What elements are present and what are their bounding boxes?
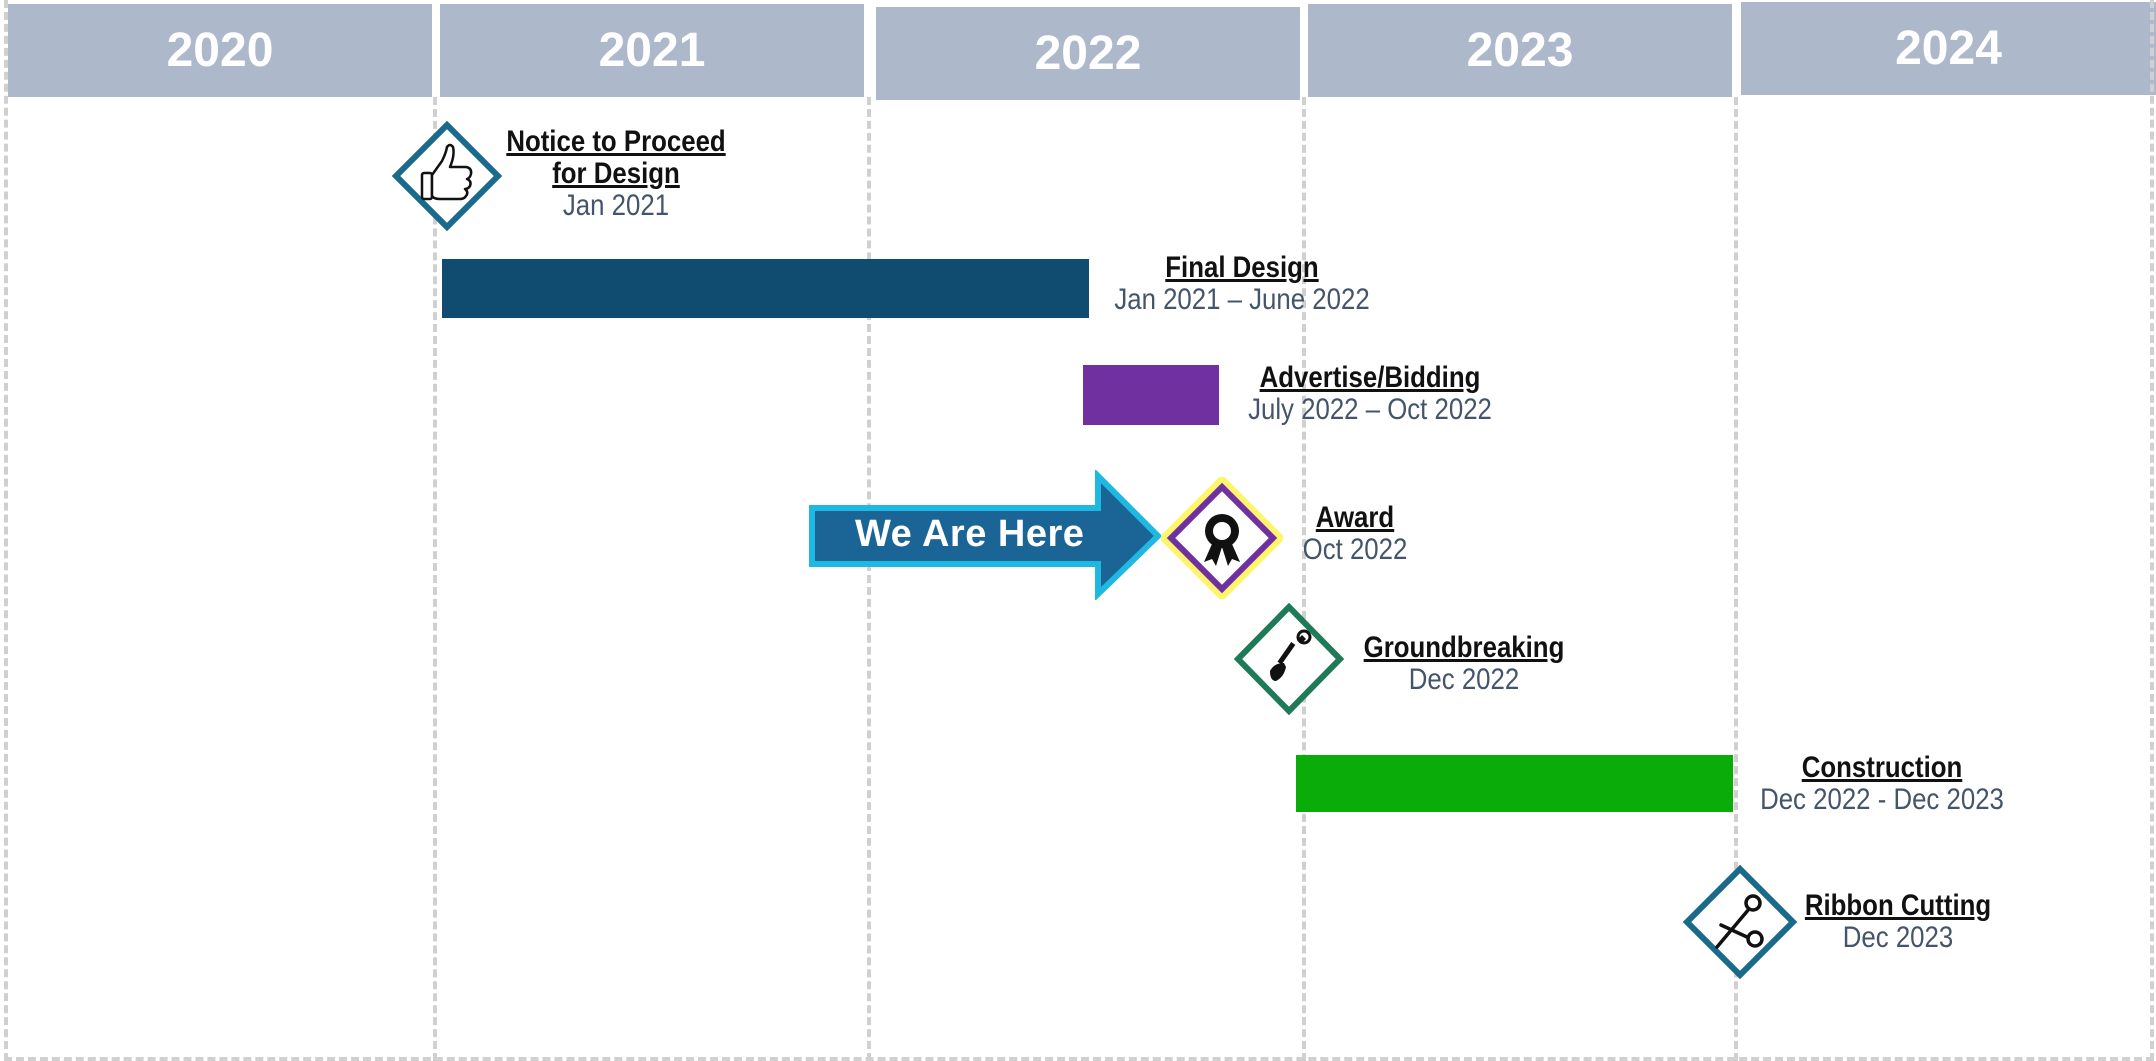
phase-title: Advertise/Bidding	[1259, 361, 1481, 394]
milestone-diamond-award	[1161, 477, 1283, 599]
milestone-date: Dec 2023	[1842, 921, 1954, 954]
grid-line	[433, 97, 437, 1061]
phase-date: July 2022 – Oct 2022	[1248, 393, 1492, 426]
phase-title: Final Design	[1165, 251, 1319, 284]
milestone-diamond-notice	[392, 121, 502, 231]
we-are-here-label: We Are Here	[855, 513, 1085, 555]
milestone-date: Oct 2022	[1302, 533, 1408, 566]
milestone-label-notice: Notice to Proceed for Design Jan 2021	[466, 126, 766, 222]
milestone-title: Award	[1315, 501, 1395, 534]
award-ribbon-icon	[1204, 514, 1240, 566]
grid-line	[2150, 0, 2154, 1061]
phase-label-advertise-bidding: Advertise/Bidding July 2022 – Oct 2022	[1220, 362, 1520, 426]
we-are-here-arrow	[809, 470, 1163, 600]
shovel-icon	[1270, 629, 1312, 681]
phase-date: Jan 2021 – June 2022	[1114, 283, 1370, 316]
milestone-title: Groundbreaking	[1363, 631, 1565, 664]
phase-bar-final-design	[442, 259, 1089, 318]
milestone-title: Notice to Proceed	[506, 125, 726, 158]
bottom-border	[4, 1057, 2154, 1061]
grid-line	[867, 97, 871, 1061]
phase-title: Construction	[1801, 751, 1963, 784]
milestone-label-award: Award Oct 2022	[1255, 502, 1455, 566]
phase-bar-construction	[1296, 755, 1733, 812]
year-header-2023: 2023	[1308, 4, 1732, 97]
milestone-title: for Design	[552, 157, 680, 190]
milestone-date: Dec 2022	[1408, 663, 1520, 696]
year-header-2024: 2024	[1741, 2, 2156, 95]
grid-line	[1302, 97, 1306, 1061]
phase-label-final-design: Final Design Jan 2021 – June 2022	[1092, 252, 1392, 316]
milestone-label-ribbon-cutting: Ribbon Cutting Dec 2023	[1748, 890, 2048, 954]
grid-line	[4, 0, 8, 1061]
milestone-label-groundbreaking: Groundbreaking Dec 2022	[1314, 632, 1614, 696]
phase-bar-advertise-bidding	[1083, 365, 1219, 425]
thumbs-up-icon	[420, 143, 473, 201]
phase-label-construction: Construction Dec 2022 - Dec 2023	[1732, 752, 2032, 816]
year-header-2021: 2021	[440, 4, 864, 97]
year-header-2022: 2022	[876, 7, 1300, 100]
milestone-diamond-ribbon-cutting	[1683, 865, 1797, 979]
grid-line	[1734, 97, 1738, 1061]
year-header-2020: 2020	[8, 4, 432, 97]
milestone-date: Jan 2021	[562, 189, 670, 222]
milestone-title: Ribbon Cutting	[1804, 889, 1992, 922]
milestone-diamond-groundbreaking	[1234, 603, 1344, 715]
scissors-icon	[1715, 894, 1764, 949]
phase-date: Dec 2022 - Dec 2023	[1760, 783, 2004, 816]
